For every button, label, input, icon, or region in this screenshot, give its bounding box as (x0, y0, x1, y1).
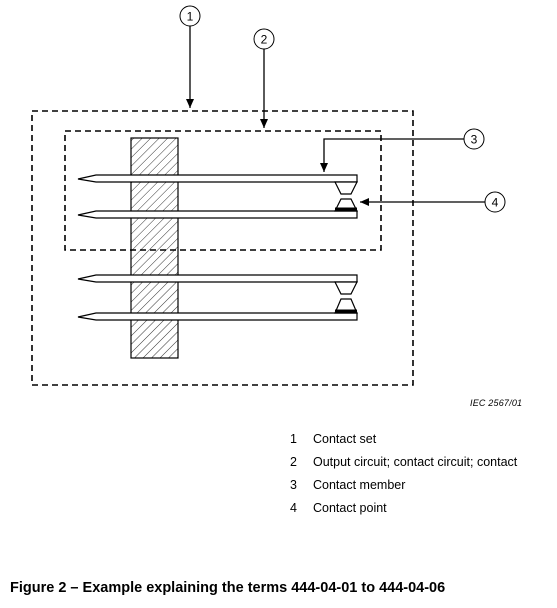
contact-point-upper-1 (334, 181, 358, 195)
contact-member-1 (77, 174, 358, 183)
contact-member-3 (77, 274, 358, 283)
legend-item: 4 Contact point (290, 497, 517, 520)
legend-item: 1 Contact set (290, 428, 517, 451)
callout-3-number: 3 (471, 133, 478, 147)
legend-text: Contact member (313, 478, 406, 492)
contact-point-lower-2 (334, 298, 358, 314)
contact-point-lower-1 (334, 198, 358, 212)
legend-text: Contact set (313, 432, 377, 446)
callout-2: 2 (253, 28, 275, 128)
legend-item: 3 Contact member (290, 474, 517, 497)
callout-1: 1 (179, 5, 201, 108)
contact-set-boundary (31, 110, 414, 386)
legend-text: Contact point (313, 501, 387, 515)
legend-item: 2 Output circuit; contact circuit; conta… (290, 451, 517, 474)
figure-caption: Figure 2 – Example explaining the terms … (10, 580, 446, 596)
legend: 1 Contact set 2 Output circuit; contact … (290, 428, 517, 520)
legend-number: 1 (290, 432, 297, 446)
insulating-block (130, 137, 179, 359)
callout-2-number: 2 (261, 33, 268, 47)
contact-member-2 (77, 210, 358, 219)
callout-3: 3 (320, 128, 485, 172)
legend-number: 2 (290, 455, 297, 469)
contact-point-upper-2 (334, 281, 358, 295)
callout-4: 4 (360, 191, 506, 213)
reference-label: IEC 2567/01 (470, 398, 523, 408)
legend-number: 4 (290, 501, 297, 515)
legend-number: 3 (290, 478, 297, 492)
output-circuit-boundary (64, 130, 382, 251)
legend-text: Output circuit; contact circuit; contact (313, 455, 518, 469)
callout-4-number: 4 (492, 196, 499, 210)
contact-member-4 (77, 312, 358, 321)
callout-1-number: 1 (187, 10, 194, 24)
